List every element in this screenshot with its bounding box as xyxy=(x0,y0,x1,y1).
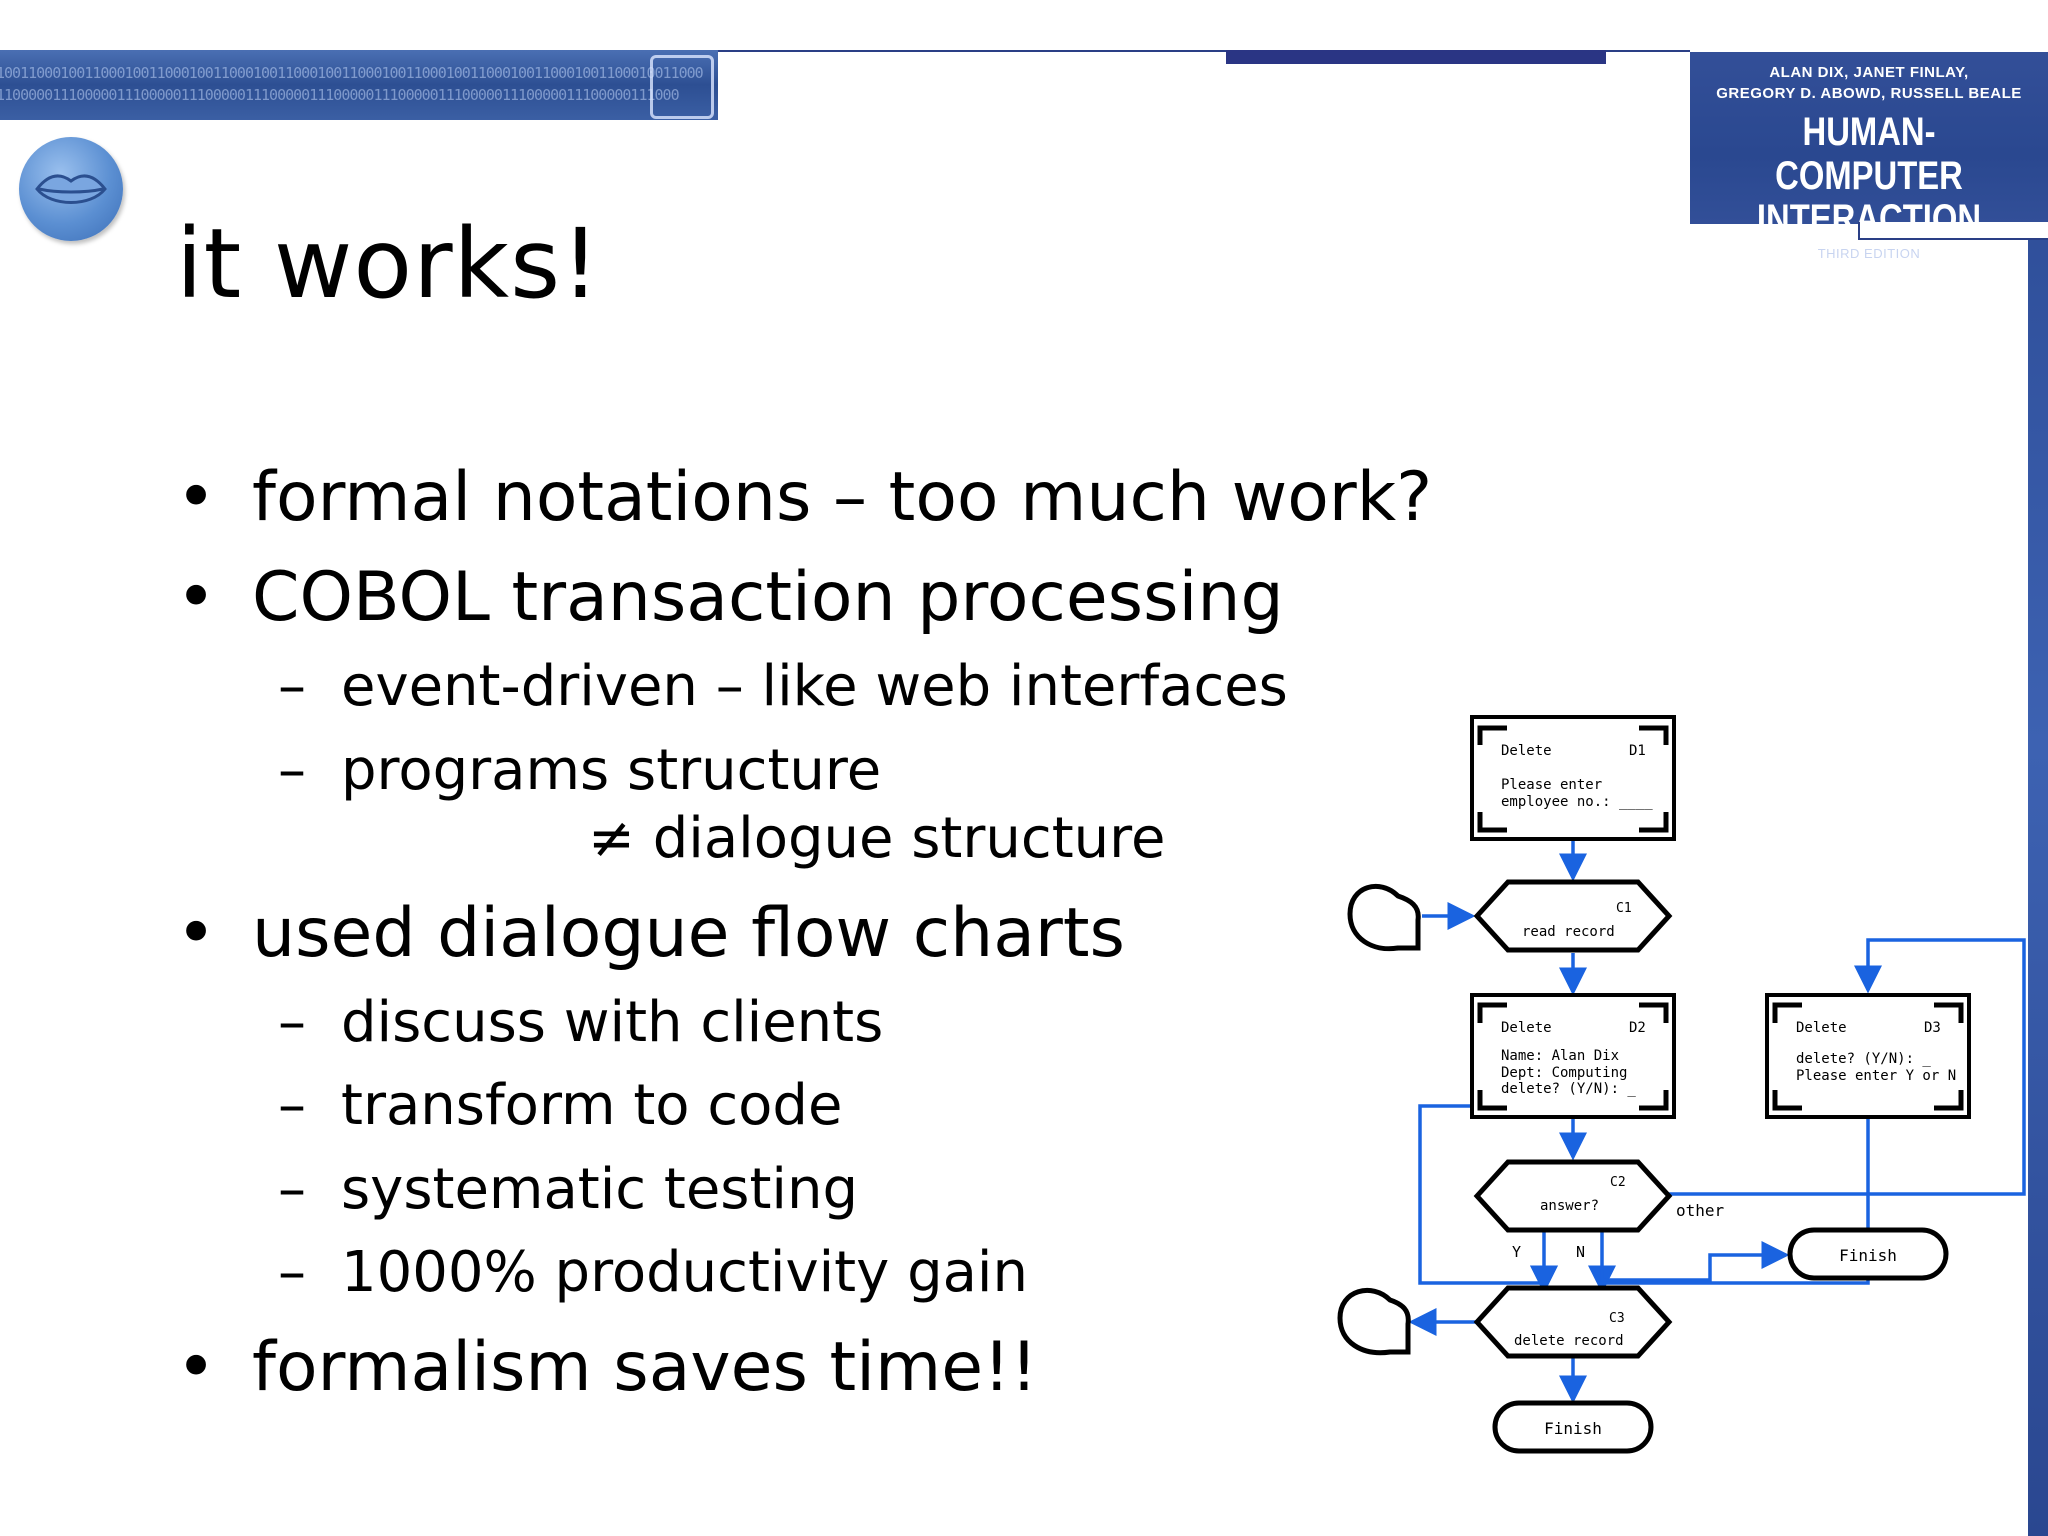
subbullet-continuation: ≠ dialogue structure xyxy=(588,806,1166,871)
c3-label: delete record xyxy=(1514,1333,1624,1349)
bullet-cobol: •COBOL transaction processing xyxy=(176,558,1284,637)
subbullet-productivity: –1000% productivity gain xyxy=(278,1240,1028,1305)
finish-terminal-bottom: Finish xyxy=(1492,1400,1654,1454)
dialogue-screen-d2: Delete D2 Name: Alan Dix Dept: Computing… xyxy=(1470,993,1676,1119)
finish-right-label: Finish xyxy=(1839,1246,1897,1265)
d1-title: Delete xyxy=(1501,743,1552,759)
process-c3: C3 delete record xyxy=(1337,1285,1673,1359)
d3-id: D3 xyxy=(1924,1020,1941,1036)
subbullet-programs-structure: –programs structure xyxy=(278,738,882,803)
c2-yes-label: Y xyxy=(1512,1243,1521,1261)
subbullet-event-driven: –event-driven – like web interfaces xyxy=(278,654,1288,719)
header-bar xyxy=(1226,50,1606,64)
bullet-formal-notations: •formal notations – too much work? xyxy=(176,458,1433,537)
right-edge-bar xyxy=(2028,220,2048,1536)
c2-id: C2 xyxy=(1610,1175,1626,1190)
c1-id: C1 xyxy=(1616,901,1632,916)
d2-line1: Name: Alan Dix xyxy=(1501,1048,1619,1064)
d1-line1: Please enter xyxy=(1501,777,1602,793)
dialogue-flow-chart: Delete D1 Please enter employee no.: ___… xyxy=(1337,715,2026,1454)
cover-tab xyxy=(1858,222,2048,240)
d3-line1: delete? (Y/N): _ xyxy=(1796,1051,1931,1067)
bullet-dialogue-flow-charts: •used dialogue flow charts xyxy=(176,894,1125,973)
header-rule xyxy=(718,50,1690,52)
lips-icon xyxy=(19,137,123,241)
book-authors-line1: ALAN DIX, JANET FINLAY, xyxy=(1769,64,1969,81)
dialogue-screen-d3: Delete D3 delete? (Y/N): _ Please enter … xyxy=(1765,993,1971,1119)
process-c1: C1 read record xyxy=(1347,879,1673,953)
header-banner: 1001100010011000100110001001100010011000… xyxy=(0,50,718,120)
book-authors-line2: GREGORY D. ABOWD, RUSSELL BEALE xyxy=(1716,85,2022,102)
slide-title: it works! xyxy=(176,208,601,320)
c2-label: answer? xyxy=(1540,1198,1599,1214)
d3-title: Delete xyxy=(1796,1020,1847,1036)
book-cover-logo: ALAN DIX, JANET FINLAY, GREGORY D. ABOWD… xyxy=(1690,52,2048,261)
c2-no-label: N xyxy=(1576,1243,1585,1261)
c2-other-label: other xyxy=(1676,1201,1725,1220)
bullet-formalism-saves-time: •formalism saves time!! xyxy=(176,1328,1038,1407)
dialogue-screen-d1: Delete D1 Please enter employee no.: ___… xyxy=(1470,715,1676,841)
d2-id: D2 xyxy=(1629,1020,1646,1036)
c3-id: C3 xyxy=(1609,1311,1625,1326)
finish-bottom-label: Finish xyxy=(1544,1419,1602,1438)
book-edition: THIRD EDITION xyxy=(1817,246,1921,261)
d2-title: Delete xyxy=(1501,1020,1552,1036)
finish-terminal-right: Finish xyxy=(1787,1227,1949,1281)
d2-line2: Dept: Computing xyxy=(1501,1065,1627,1081)
chip-icon xyxy=(650,55,714,119)
d1-id: D1 xyxy=(1629,743,1646,759)
c1-label: read record xyxy=(1522,924,1615,940)
d3-line2: Please enter Y or N xyxy=(1796,1068,1956,1084)
subbullet-discuss-clients: –discuss with clients xyxy=(278,990,884,1055)
subbullet-transform-code: –transform to code xyxy=(278,1073,843,1138)
d2-line3: delete? (Y/N): _ xyxy=(1501,1081,1636,1097)
decision-c2: C2 answer? other Y N xyxy=(1473,1159,1725,1261)
book-title-line1: HUMAN-COMPUTER xyxy=(1775,110,1963,198)
subbullet-systematic-testing: –systematic testing xyxy=(278,1157,859,1222)
d1-line2: employee no.: ____ xyxy=(1501,794,1653,810)
